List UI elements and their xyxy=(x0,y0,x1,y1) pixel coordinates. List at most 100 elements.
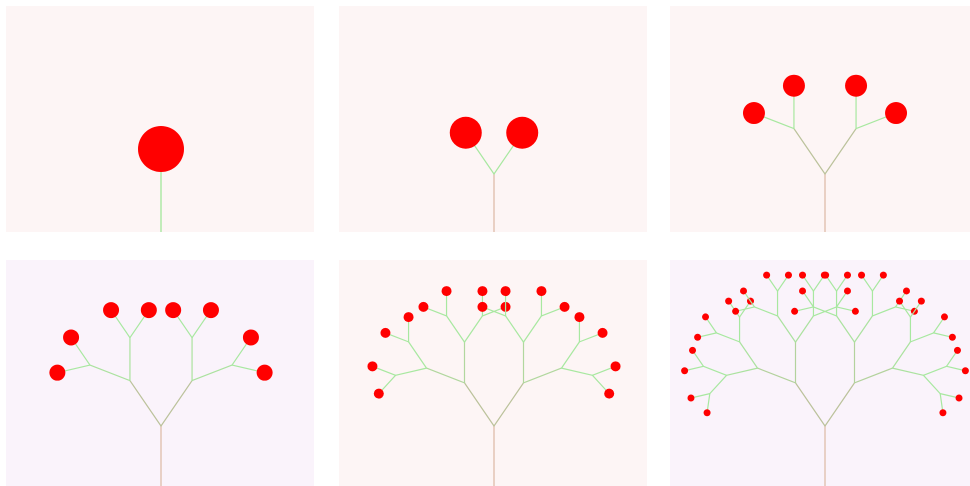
leaf-node xyxy=(843,287,851,295)
branch xyxy=(725,367,759,376)
leaf-node xyxy=(138,126,184,172)
leaf-node xyxy=(784,271,792,279)
leaf-node xyxy=(799,287,807,295)
leaf-node xyxy=(845,74,868,97)
leaf-node xyxy=(939,409,947,417)
leaf-node xyxy=(202,302,219,319)
leaf-node xyxy=(702,313,710,321)
branch xyxy=(160,380,193,427)
leaf-node xyxy=(955,394,963,402)
panel-background xyxy=(6,6,314,232)
leaf-node xyxy=(681,367,689,375)
tree-canvas xyxy=(670,260,970,486)
leaf-node xyxy=(597,327,608,338)
tree-panel-depth-0 xyxy=(6,6,314,232)
branch xyxy=(853,367,894,384)
branch xyxy=(812,306,838,317)
leaf-node xyxy=(799,271,807,279)
tree-panel-depth-3 xyxy=(6,260,314,486)
leaf-node xyxy=(953,346,961,354)
branch xyxy=(522,367,563,384)
branch xyxy=(853,315,874,343)
branch xyxy=(504,315,525,343)
branch xyxy=(753,306,779,317)
leaf-node xyxy=(961,367,969,375)
leaf-node xyxy=(725,297,733,305)
branch xyxy=(425,367,466,384)
branch xyxy=(756,367,797,384)
panel-background xyxy=(339,260,647,486)
branch xyxy=(776,315,797,343)
branch xyxy=(493,382,525,427)
panel-background xyxy=(339,6,647,232)
leaf-node xyxy=(791,307,799,315)
leaf-node xyxy=(500,286,511,297)
branch xyxy=(824,128,857,175)
leaf-node xyxy=(689,346,697,354)
leaf-node xyxy=(879,271,887,279)
branch xyxy=(709,374,728,395)
leaf-node xyxy=(902,287,910,295)
leaf-node xyxy=(49,364,66,381)
leaf-node xyxy=(896,297,904,305)
tree-canvas xyxy=(339,260,647,486)
branch xyxy=(702,365,728,376)
leaf-node xyxy=(103,302,120,319)
tree-panel-depth-1 xyxy=(339,6,647,232)
branch xyxy=(794,315,815,343)
leaf-node xyxy=(506,116,539,149)
tree-panel-depth-4 xyxy=(339,260,647,486)
branch xyxy=(715,332,741,343)
branch xyxy=(560,367,594,376)
branch xyxy=(824,382,856,427)
branch xyxy=(909,332,935,343)
leaf-node xyxy=(242,329,259,346)
leaf-node xyxy=(917,297,925,305)
leaf-node xyxy=(694,333,702,341)
leaf-node xyxy=(380,327,391,338)
leaf-node xyxy=(165,302,182,319)
leaf-node xyxy=(418,301,429,312)
leaf-node xyxy=(732,307,740,315)
leaf-node xyxy=(441,286,452,297)
tree-panel-depth-5 xyxy=(670,260,970,486)
leaf-node xyxy=(403,312,414,323)
leaf-node xyxy=(604,388,615,399)
leaf-node xyxy=(449,116,482,149)
branch xyxy=(891,367,925,376)
leaf-node xyxy=(256,364,273,381)
leaf-node xyxy=(367,361,378,372)
branch xyxy=(871,306,897,317)
tree-canvas xyxy=(6,260,314,486)
leaf-node xyxy=(851,307,859,315)
leaf-node xyxy=(687,394,695,402)
leaf-node xyxy=(703,409,711,417)
branch xyxy=(794,382,826,427)
branch xyxy=(891,341,912,369)
leaf-node xyxy=(140,302,157,319)
branch xyxy=(129,380,162,427)
leaf-node xyxy=(559,301,570,312)
leaf-node xyxy=(742,102,765,125)
branch xyxy=(793,128,826,175)
branch xyxy=(835,315,856,343)
panel-background xyxy=(670,260,970,486)
leaf-node xyxy=(885,102,908,125)
branch xyxy=(394,367,428,376)
leaf-node xyxy=(610,361,621,372)
leaf-node xyxy=(574,312,585,323)
branch xyxy=(463,315,484,343)
leaf-node xyxy=(373,388,384,399)
branch xyxy=(560,341,581,369)
branch xyxy=(407,341,428,369)
leaf-node xyxy=(822,271,830,279)
tree-canvas xyxy=(670,6,970,232)
panel-background xyxy=(670,6,970,232)
branch xyxy=(922,374,941,395)
leaf-node xyxy=(948,333,956,341)
tree-panel-depth-2 xyxy=(670,6,970,232)
leaf-node xyxy=(843,271,851,279)
branch xyxy=(463,382,495,427)
leaf-node xyxy=(763,271,771,279)
branch xyxy=(89,364,131,382)
